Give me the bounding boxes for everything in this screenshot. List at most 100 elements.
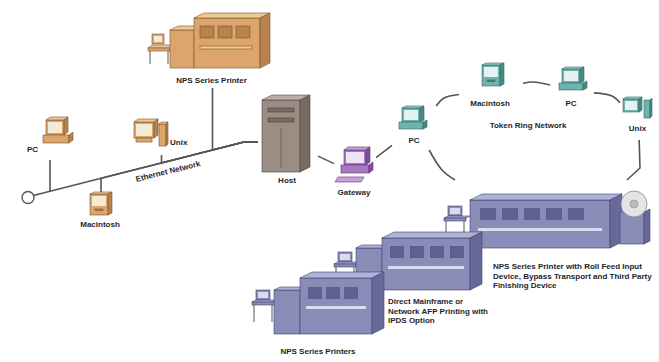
- pc-icon: [43, 117, 73, 143]
- macintosh-icon: [95, 209, 103, 211]
- network-cable: [594, 93, 620, 103]
- macintosh-icon: [90, 192, 112, 215]
- printer-icon: [308, 287, 322, 299]
- host-icon: [281, 128, 282, 168]
- device-label: NPS Series Printer: [148, 76, 275, 86]
- unix-workstation-icon: [625, 101, 637, 110]
- unix-workstation-icon: [650, 98, 652, 118]
- device-label: Unix: [620, 124, 655, 134]
- printer-icon: [326, 287, 340, 299]
- host-mainframe: Host: [258, 92, 318, 192]
- pc-icon: [583, 81, 587, 90]
- device-label: Unix: [170, 138, 191, 148]
- printer-icon: [334, 264, 356, 267]
- host-icon: [262, 100, 300, 172]
- pc-workstation: PC: [550, 66, 594, 112]
- network-cable: [376, 145, 392, 157]
- device-label: Macintosh: [459, 99, 521, 109]
- printer-icon: [338, 252, 352, 262]
- gateway-icon: [335, 147, 373, 182]
- printer-icon: [450, 246, 464, 258]
- printer-icon: [480, 208, 496, 220]
- network-cable: [436, 94, 459, 106]
- gateway-icon: [341, 165, 369, 173]
- printer-icon: [390, 246, 404, 258]
- device-label: NPS Series Printer with Roll Feed Input …: [493, 262, 655, 291]
- printer-icon: [200, 46, 252, 49]
- printer-icon: [170, 30, 194, 68]
- gateway-icon: [366, 147, 370, 165]
- pc-icon: [559, 83, 583, 90]
- printer-icon: [148, 13, 270, 68]
- printer-icon: [258, 292, 268, 298]
- pc-icon: [559, 67, 587, 90]
- unix-workstation-icon: [644, 100, 650, 118]
- printer-icon: [236, 26, 250, 38]
- printer-icon: [252, 302, 274, 305]
- printer-icon: [382, 238, 470, 290]
- unix-workstation-icon: [136, 138, 152, 142]
- printer-icon: [154, 36, 162, 42]
- printer-icon: [470, 194, 622, 200]
- unix-workstation-icon: [166, 122, 168, 146]
- printer-icon: [410, 246, 424, 258]
- printer-system: NPS Series Printers: [248, 268, 390, 360]
- pc-icon: [399, 122, 423, 129]
- printer-icon: [546, 208, 562, 220]
- edge-group: [50, 82, 640, 192]
- pc-icon: [69, 132, 73, 143]
- device-label: Direct Mainframe or Network AFP Printing…: [388, 297, 490, 326]
- unix-workstation: Unix: [620, 96, 657, 140]
- device-label: PC: [27, 145, 43, 155]
- printer-icon: [388, 266, 464, 269]
- device-label: PC: [392, 136, 436, 146]
- pc-icon: [564, 71, 578, 81]
- macintosh-computer: Macintosh: [459, 62, 523, 112]
- pc-icon: [580, 67, 584, 83]
- network-cable: [627, 140, 640, 180]
- unix-workstation-icon: [134, 122, 154, 138]
- printer-icon: [344, 287, 358, 299]
- printer-icon: [194, 18, 260, 68]
- network-cable: [318, 156, 334, 164]
- printer-icon: [450, 208, 460, 214]
- printer-icon: [200, 26, 214, 38]
- macintosh-icon: [484, 67, 498, 77]
- printer-icon: [382, 232, 482, 238]
- host-icon: [268, 108, 294, 112]
- printer-icon: [252, 272, 384, 334]
- printer-icon: [630, 200, 638, 208]
- pc-workstation: PC: [392, 106, 438, 150]
- host-icon: [268, 118, 294, 122]
- unix-workstation-icon: [639, 97, 642, 112]
- macintosh-icon: [482, 63, 504, 86]
- printer-icon: [254, 305, 255, 322]
- printer-icon: [150, 51, 151, 64]
- unix-workstation-icon: [134, 119, 168, 146]
- printer-icon: [306, 306, 366, 309]
- macintosh-icon: [482, 65, 500, 86]
- printer-icon: [194, 13, 270, 18]
- pc-icon: [64, 117, 68, 135]
- printer-icon: [621, 191, 647, 217]
- gateway-icon: [346, 152, 364, 163]
- pc-icon: [562, 69, 580, 83]
- printer-icon: [444, 216, 470, 218]
- pc-icon: [423, 120, 427, 129]
- gateway-icon: [344, 150, 366, 165]
- macintosh-icon: [92, 196, 106, 206]
- pc-icon: [46, 120, 64, 135]
- network-cable: [101, 142, 258, 192]
- printer-icon: [260, 13, 270, 68]
- ethernet-terminator: [34, 191, 51, 195]
- printer-icon: [168, 51, 169, 64]
- printer-icon: [274, 290, 300, 334]
- printer-icon: [644, 209, 650, 244]
- network-label: Token Ring Network: [478, 121, 578, 131]
- printer-icon: [478, 228, 602, 231]
- printer-icon: [152, 34, 164, 44]
- printer-icon: [502, 208, 518, 220]
- unix-workstation-icon: [154, 119, 158, 138]
